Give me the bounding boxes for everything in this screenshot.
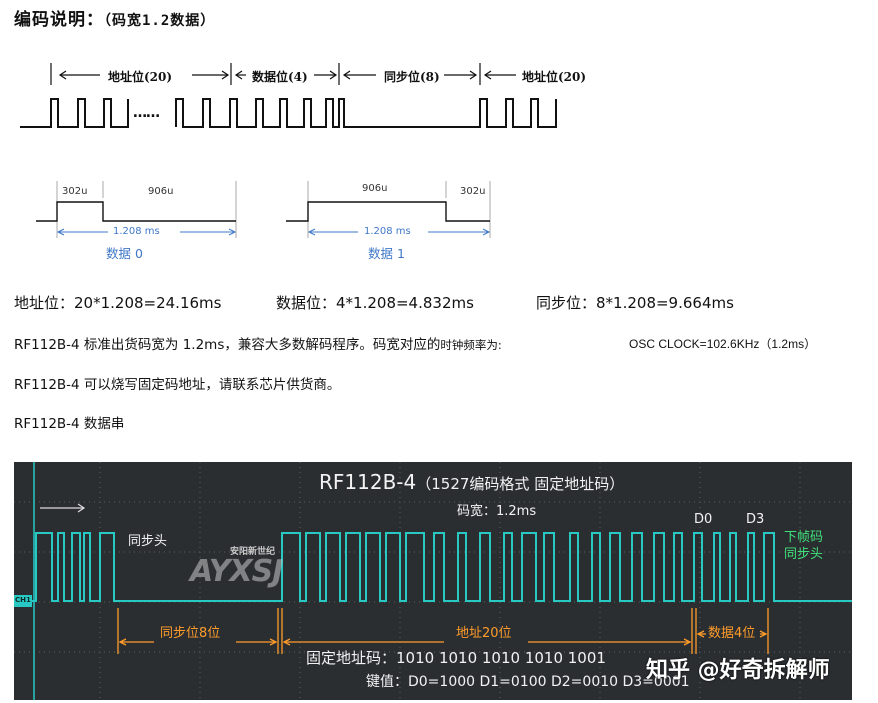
scope-title-note: （1527编码格式 固定地址码） <box>416 475 625 493</box>
paragraph-line-1a: RF112B-4 标准出货码宽为 1.2ms，兼容大多数解码程序。码宽对应的 <box>14 337 441 353</box>
formula-data: 数据位：4*1.208=4.832ms <box>276 294 474 312</box>
scope-traces <box>14 462 852 700</box>
channel-marker: CH1 <box>15 596 31 604</box>
scope-fixed-address: 固定地址码：1010 1010 1010 1010 1001 <box>306 649 606 667</box>
oscilloscope-capture: CH1 RF112B-4（1527编码格式 固定地址码） 码宽：1.2ms 同步… <box>14 462 852 700</box>
scope-key-values: 键值：D0=1000 D1=0100 D2=0010 D3=0001 <box>366 674 690 690</box>
scope-address-bits: 地址20位 <box>456 626 512 641</box>
ellipsis: …… <box>133 105 160 121</box>
logo-subtitle: 安阳新世纪 <box>230 547 276 557</box>
scope-d0: D0 <box>694 512 713 527</box>
bit0-period: 1.208 ms <box>113 226 160 237</box>
label-address-bits: 地址位(20) <box>108 70 173 84</box>
scope-next-frame-1: 下帧码 <box>784 530 824 545</box>
frame-timing-diagram <box>20 63 557 128</box>
bit0-short-width: 302u <box>62 186 88 197</box>
scope-title-main: RF112B-4 <box>319 470 417 494</box>
scope-code-width: 码宽：1.2ms <box>457 504 537 519</box>
label-sync-bits: 同步位(8) <box>384 70 440 84</box>
scope-sync-bits: 同步位8位 <box>160 626 221 641</box>
title-sub: （码宽1.2数据） <box>104 13 216 29</box>
bit-diagrams <box>36 181 491 238</box>
formula-address: 地址位：20*1.208=24.16ms <box>14 294 222 312</box>
paragraph-line-2: RF112B-4 可以烧写固定码地址，请联系芯片供货商。 <box>14 377 341 393</box>
logo-watermark: AYXSJ <box>190 554 283 589</box>
bit0-caption: 数据 0 <box>106 246 143 261</box>
scope-title: RF112B-4（1527编码格式 固定地址码） <box>319 470 624 494</box>
paragraph-line-1b: 时钟频率为: <box>440 338 502 352</box>
zhihu-watermark: 知乎 @好奇拆解师 <box>646 658 830 683</box>
bit1-long-width: 906u <box>362 183 388 194</box>
bit1-period: 1.208 ms <box>364 226 411 237</box>
paragraph-line-3: RF112B-4 数据串 <box>14 416 125 432</box>
osc-clock: OSC CLOCK=102.6KHz（1.2ms） <box>629 337 817 351</box>
title-main: 编码说明： <box>14 10 104 30</box>
scope-data-bits: 数据4位 <box>708 626 756 641</box>
scope-next-frame-2: 同步头 <box>784 547 824 562</box>
scope-d3: D3 <box>746 512 765 527</box>
paragraph-line-1: RF112B-4 标准出货码宽为 1.2ms，兼容大多数解码程序。码宽对应的时钟… <box>14 333 502 353</box>
bit1-caption: 数据 1 <box>368 246 405 261</box>
bit1-short-width: 302u <box>460 186 486 197</box>
label-data-bits: 数据位(4) <box>252 70 308 84</box>
label-address-bits-2: 地址位(20) <box>522 70 587 84</box>
bit0-long-width: 906u <box>148 186 174 197</box>
frame-waveform <box>20 98 557 128</box>
page-title: 编码说明：（码宽1.2数据） <box>14 5 215 30</box>
scope-sync-head: 同步头 <box>128 534 168 549</box>
formula-sync: 同步位：8*1.208=9.664ms <box>536 294 734 312</box>
